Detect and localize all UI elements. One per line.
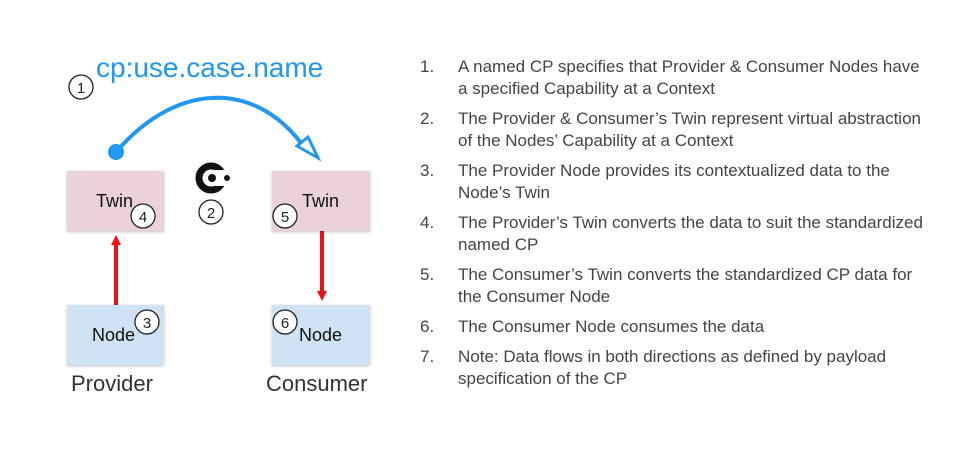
step-item-3: 3. The Provider Node provides its context…: [420, 160, 930, 204]
catena-x-logo-icon: [195, 162, 230, 194]
svg-text:3: 3: [143, 315, 151, 332]
step-text: The Consumer Node consumes the data: [458, 317, 765, 336]
step-text: Note: Data flows in both directions as d…: [458, 347, 887, 388]
step-number: 6.: [420, 317, 435, 336]
consumer-node-label: Node: [299, 325, 343, 345]
svg-text:5: 5: [281, 209, 289, 226]
step-item-2: 2. The Provider & Consumer’s Twin represe…: [420, 108, 930, 152]
provider-node-label: Node: [92, 325, 136, 345]
steps-list: 1. A named CP specifies that Provider & C…: [420, 56, 930, 398]
consumer-twin-label: Twin: [302, 191, 340, 211]
step-marker-4: 4: [130, 203, 156, 229]
step-item-4: 4. The Provider’s Twin converts the data …: [420, 212, 930, 256]
step-marker-5: 5: [272, 203, 298, 229]
cp-flow-arrow: [114, 95, 308, 154]
svg-text:4: 4: [139, 209, 147, 226]
step-item-1: 1. A named CP specifies that Provider & C…: [420, 56, 930, 100]
step-number: 3.: [420, 161, 435, 180]
step-number: 1.: [420, 57, 435, 76]
step-marker-6: 6: [272, 309, 298, 335]
step-text: The Provider’s Twin converts the data to…: [458, 213, 923, 254]
step-item-7: 7. Note: Data flows in both directions as…: [420, 346, 930, 390]
cp-name-label: cp:use.case.name: [96, 52, 324, 83]
provider-twin-label: Twin: [96, 191, 134, 211]
step-marker-1: 1: [68, 74, 94, 100]
cp-flow-arrowhead: [294, 134, 322, 162]
step-number: 2.: [420, 109, 435, 128]
cp-flow-start-dot: [108, 144, 124, 160]
step-marker-3: 3: [134, 309, 160, 335]
step-item-5: 5. The Consumer’s Twin converts the stand…: [420, 264, 930, 308]
consumer-role-label: Consumer: [266, 371, 368, 396]
step-text: The Consumer’s Twin converts the standar…: [458, 265, 913, 306]
svg-text:1: 1: [77, 80, 85, 97]
provider-role-label: Provider: [71, 371, 153, 396]
step-text: A named CP specifies that Provider & Con…: [458, 57, 920, 98]
provider-node-box: Node: [67, 305, 164, 365]
step-number: 4.: [420, 213, 435, 232]
step-number: 5.: [420, 265, 435, 284]
step-text: The Provider Node provides its contextua…: [458, 161, 890, 202]
svg-text:2: 2: [207, 205, 215, 222]
step-marker-2: 2: [198, 199, 224, 225]
step-number: 7.: [420, 347, 435, 366]
step-item-6: 6. The Consumer Node consumes the data: [420, 316, 930, 338]
svg-text:6: 6: [281, 315, 289, 332]
step-text: The Provider & Consumer’s Twin represent…: [458, 109, 921, 150]
